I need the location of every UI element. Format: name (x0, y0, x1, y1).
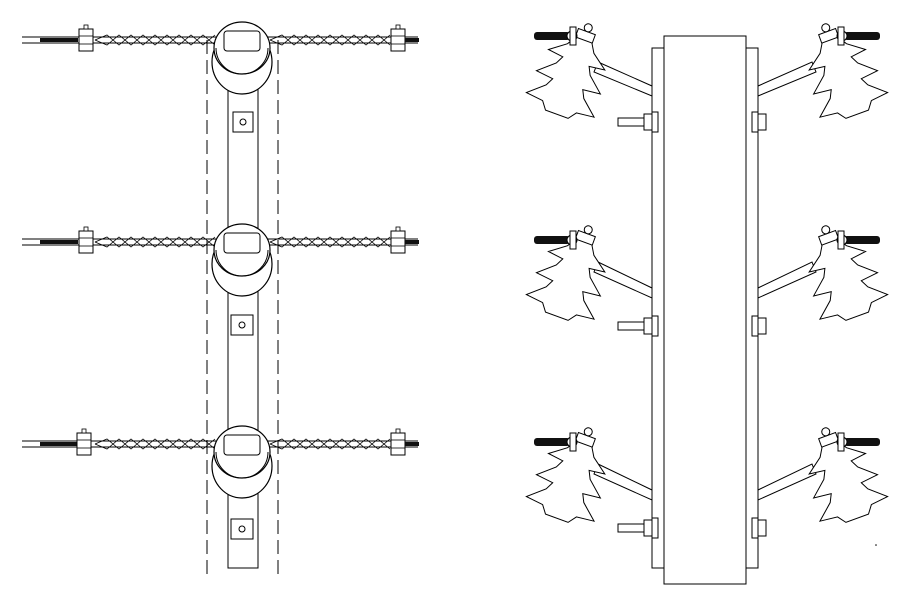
conductor-binding-right-2 (836, 230, 881, 250)
conductor-binding-right-3 (836, 432, 881, 452)
side-view-drawing (522, 11, 892, 585)
drawing-speck (875, 544, 877, 546)
insulator-braces (593, 61, 817, 501)
top-view-drawing (22, 21, 419, 575)
mounting-bolt-right-3 (751, 517, 767, 539)
insulator-top-1 (211, 21, 273, 95)
conductor-assembly-3 (22, 425, 419, 499)
mounting-bolt-right-2 (751, 315, 767, 337)
conductor-assembly-1 (22, 21, 419, 95)
mounting-bolt-left-1 (617, 111, 659, 133)
conductor-assembly-2 (22, 223, 419, 297)
conductor-binding-left-3 (533, 432, 578, 452)
conductor-binding-right-1 (836, 26, 881, 46)
conductor-binding-left-1 (533, 26, 578, 46)
strap-bracket-1 (232, 111, 254, 133)
insulator-top-2 (211, 223, 273, 297)
strap-bracket-3 (230, 518, 254, 540)
mounting-bolt-right-1 (751, 111, 767, 133)
mounting-bolt-left-2 (617, 315, 659, 337)
pole-body (663, 35, 747, 585)
insulator-top-3 (211, 425, 273, 499)
conductor-binding-left-2 (533, 230, 578, 250)
mounting-bolt-left-3 (617, 517, 659, 539)
strap-bracket-2 (230, 314, 254, 336)
